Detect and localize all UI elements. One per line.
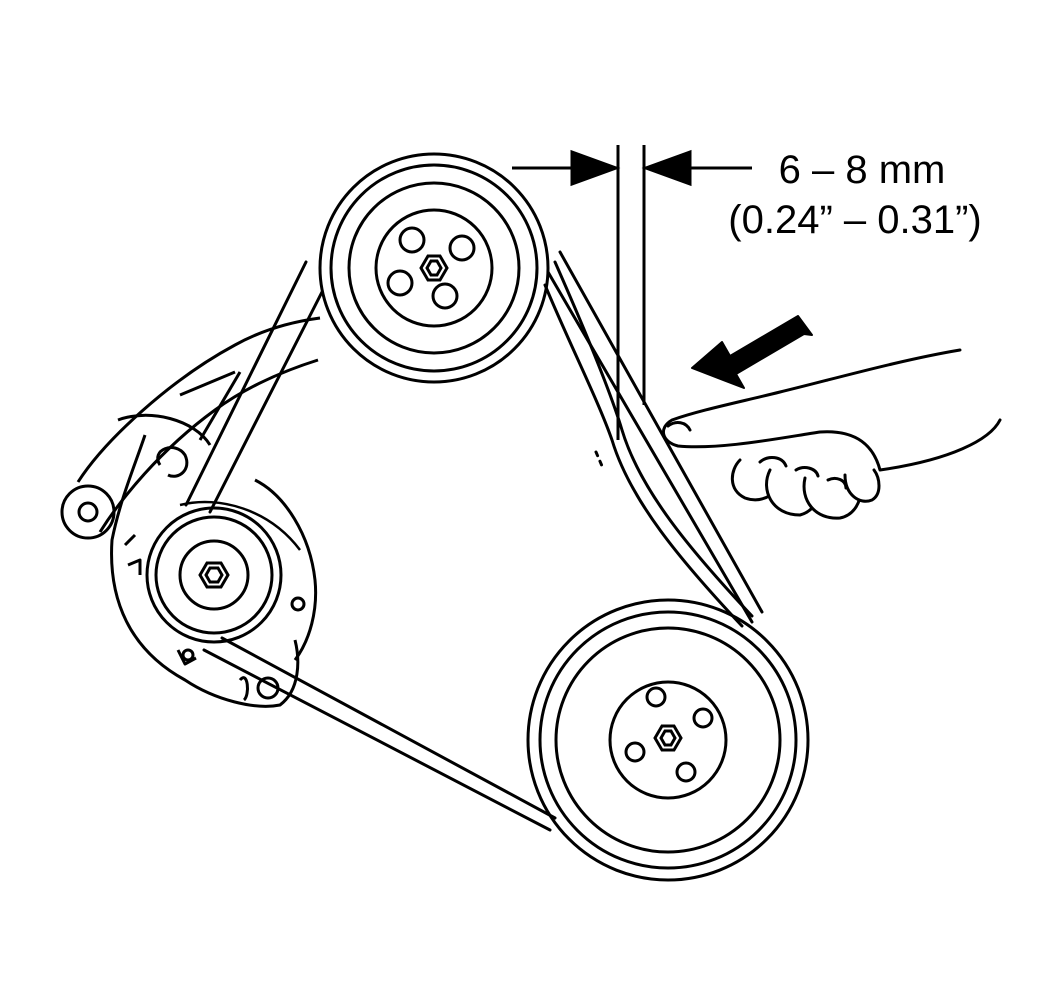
crankshaft-pulley-nut-icon (653, 724, 683, 752)
drive-belt (184, 250, 764, 832)
upper-pulley (318, 152, 550, 384)
tensioner-pulley (145, 500, 301, 644)
dimension-arrow-left-icon (570, 149, 621, 187)
tensioner-nut-icon (198, 561, 230, 589)
deflection-dimension (512, 145, 752, 440)
dimension-arrow-right-icon (641, 149, 692, 187)
tensioner-housing (110, 434, 318, 708)
upper-pulley-nut-icon (419, 254, 449, 282)
crankshaft-pulley (526, 598, 810, 882)
tensioner-bracket (60, 316, 321, 540)
measurement-metric-label: 6 – 8 mm (779, 148, 946, 192)
hand-icon (662, 348, 1002, 520)
measurement-imperial-label: (0.24” – 0.31”) (728, 198, 981, 242)
push-direction-arrow-icon (691, 315, 813, 389)
